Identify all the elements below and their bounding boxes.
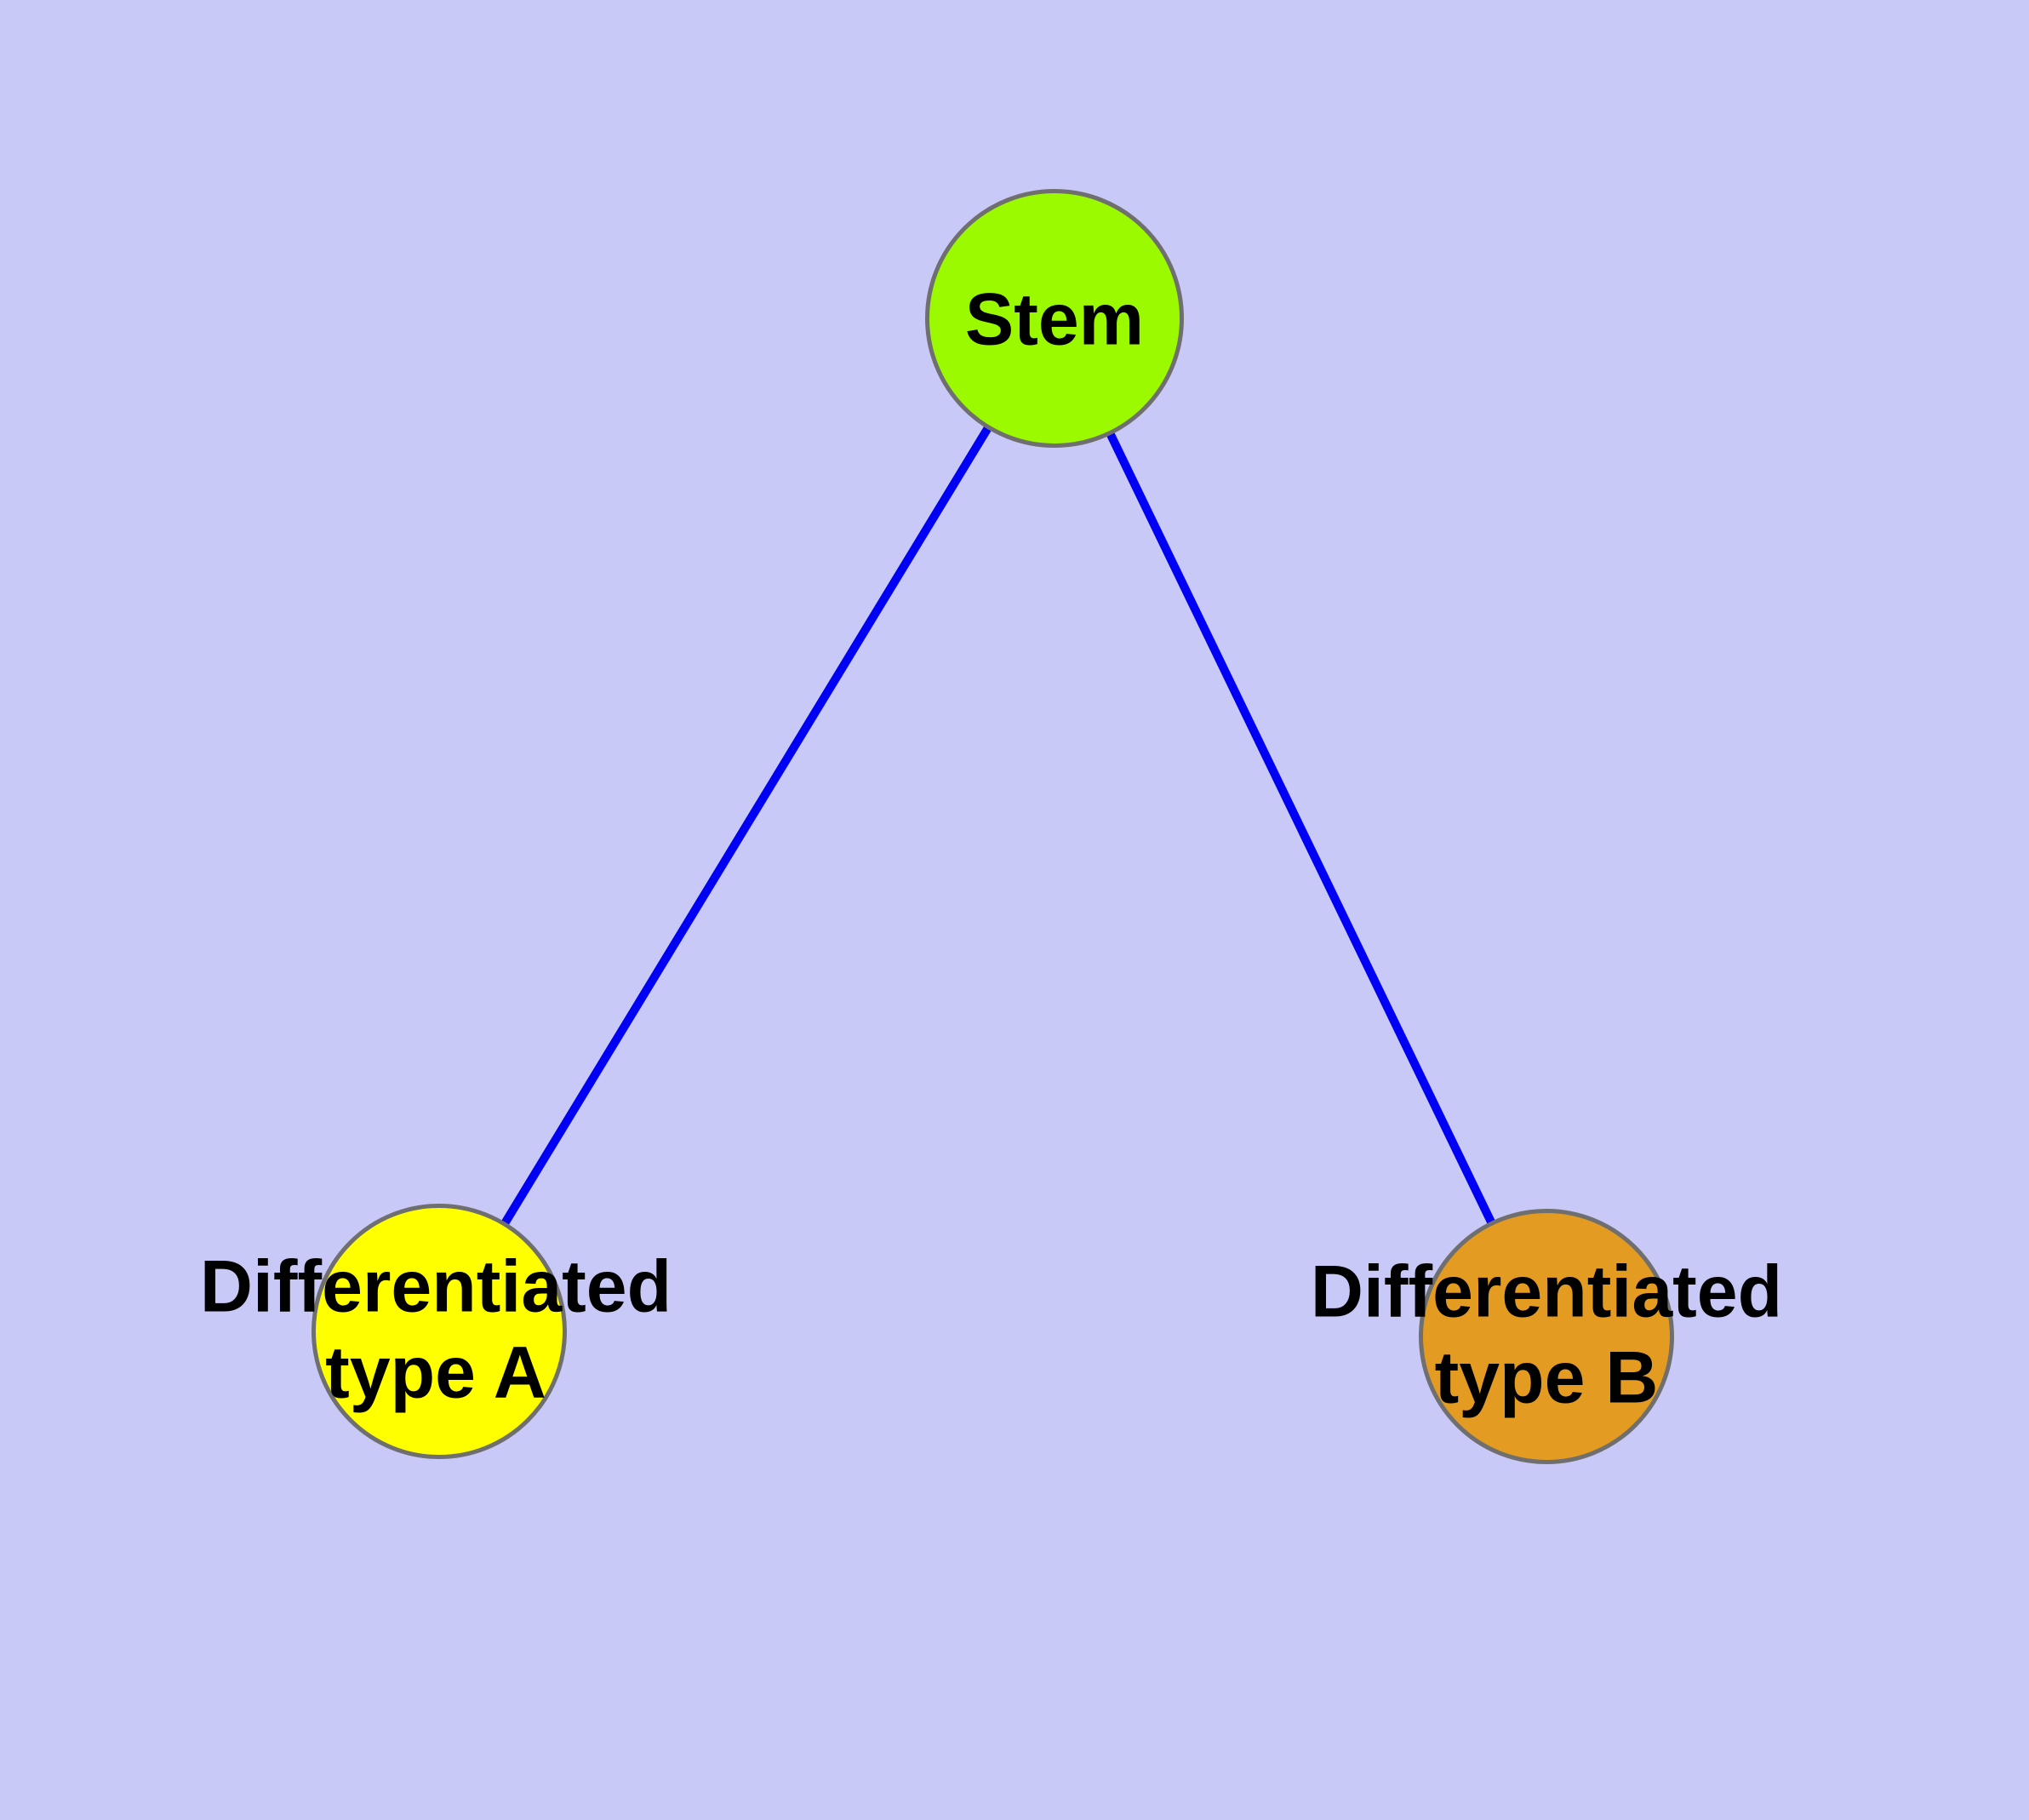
- node-type-b-circle: [1419, 1209, 1674, 1464]
- node-type-b-label-line2: type B: [1434, 1336, 1659, 1418]
- node-type-a-circle: [311, 1204, 567, 1459]
- node-stem-circle: [925, 189, 1184, 448]
- edge-stem-to-type-a: [435, 316, 1059, 1334]
- node-type-a-label-line2: type A: [325, 1331, 546, 1413]
- edge-stem-to-type-b: [1050, 316, 1551, 1339]
- node-type-b-label-line1: Differentiated: [1310, 1251, 1783, 1333]
- node-stem-label: Stem: [964, 278, 1145, 361]
- node-type-a-label-line1: Differentiated: [199, 1245, 672, 1328]
- node-type-b-label: Differentiated type B: [1311, 1249, 1782, 1420]
- node-type-a-label: Differentiated type A: [200, 1244, 672, 1415]
